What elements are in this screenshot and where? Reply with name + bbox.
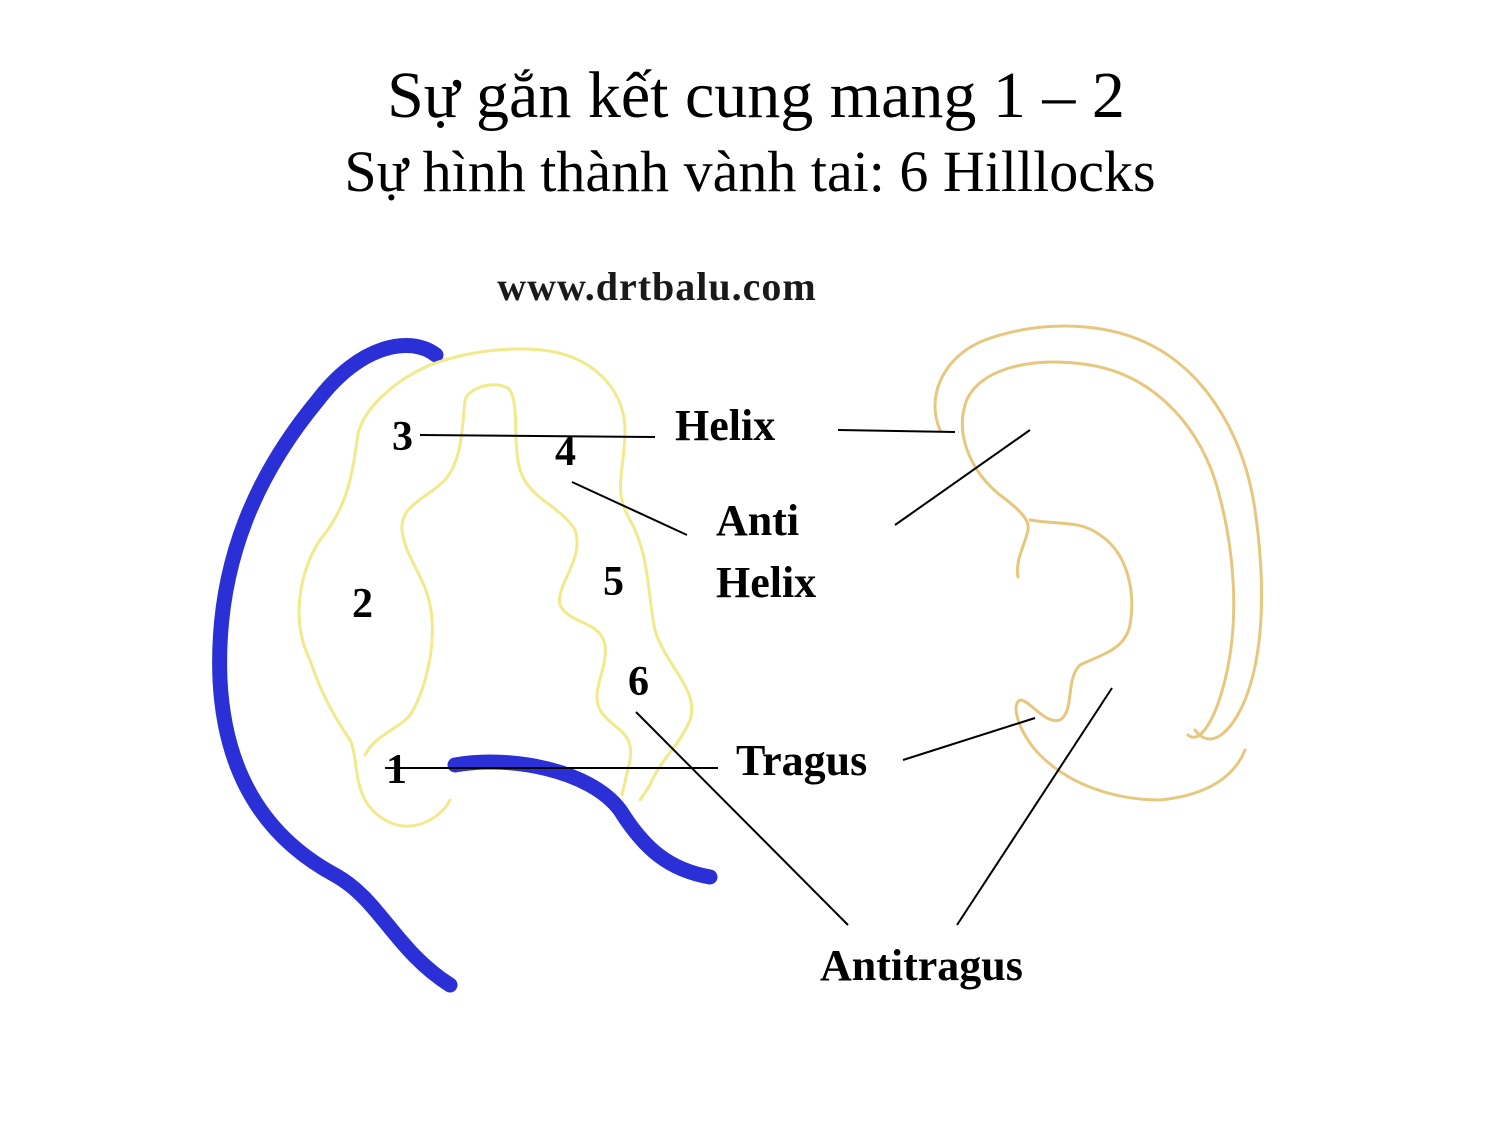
auricle-inner-outline: [960, 360, 1236, 739]
label-antitragus: Antitragus: [820, 941, 1023, 990]
slide-title: Sự gắn kết cung mang 1 – 2: [387, 59, 1125, 132]
leader-line-antitragus-right: [956, 687, 1113, 926]
hillock-number-6: 6: [628, 659, 649, 705]
arch-outline-main: [212, 338, 458, 993]
leader-line-antihelix-right: [894, 429, 1031, 526]
arch-outline-lower: [447, 754, 718, 885]
hillocks-outer-outline: [297, 347, 694, 828]
leader-line-helix-right: [837, 429, 956, 433]
hillocks-inner-outline: [363, 383, 633, 797]
leader-line-antihelix-left: [571, 481, 688, 536]
label-helix: Helix: [675, 401, 775, 450]
auricle-concha-outline: [1014, 518, 1247, 802]
hillock-number-3: 3: [392, 414, 413, 460]
hillock-number-2: 2: [352, 581, 373, 627]
title-block: Sự gắn kết cung mang 1 – 2 Sự hình thành…: [0, 56, 1500, 208]
watermark-text: www.drtbalu.com: [497, 264, 816, 309]
label-tragus: Tragus: [736, 736, 867, 785]
label-anti-helix-line2: Helix: [716, 558, 816, 607]
leader-line-helix-left: [419, 434, 656, 438]
leader-line-tragus-right: [902, 717, 1036, 761]
leader-line-antitragus-left: [635, 711, 849, 926]
hillock-number-5: 5: [603, 559, 624, 605]
hillock-number-4: 4: [555, 429, 576, 475]
auricle-outer-outline: [933, 324, 1264, 741]
label-anti-helix-line1: Anti: [716, 496, 799, 545]
slide-subtitle: Sự hình thành vành tai: 6 Hilllocks: [344, 139, 1156, 204]
hillock-number-1: 1: [386, 747, 407, 793]
